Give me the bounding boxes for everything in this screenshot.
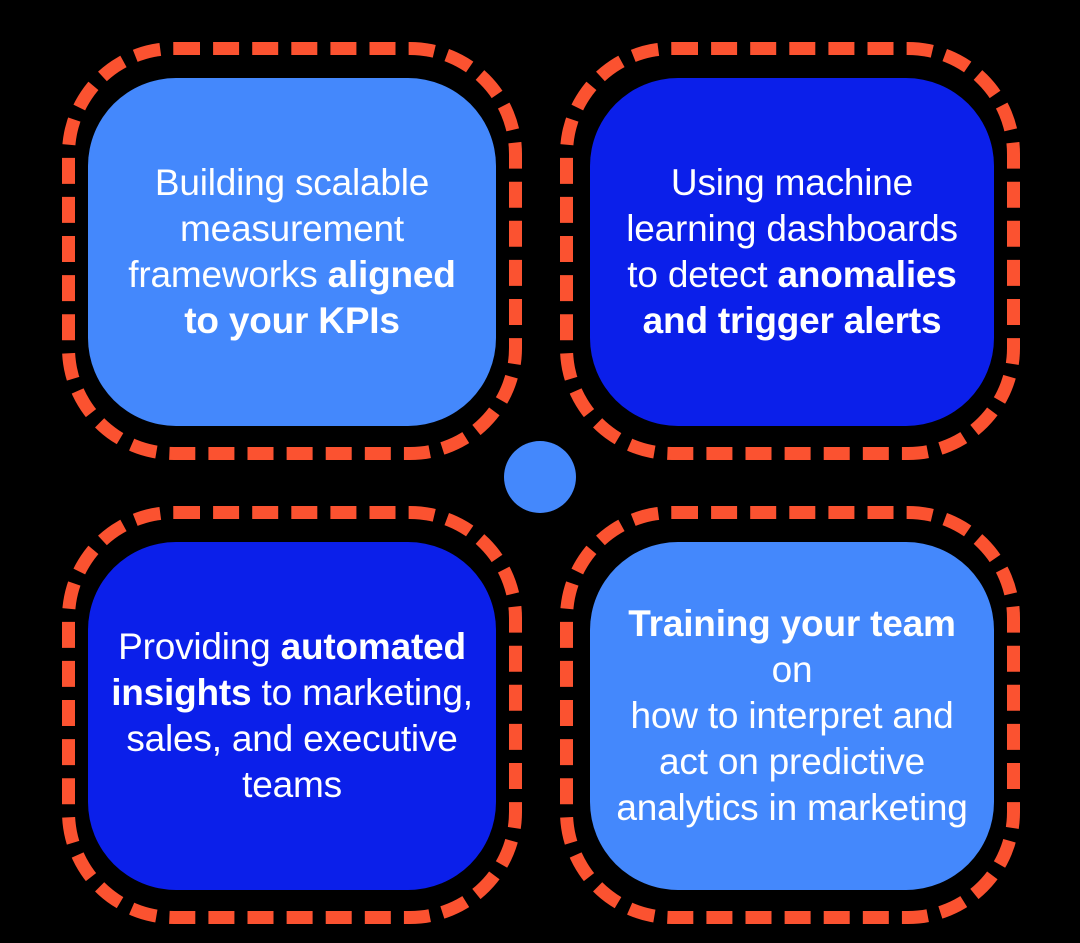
center-hub-dot [504,441,576,513]
